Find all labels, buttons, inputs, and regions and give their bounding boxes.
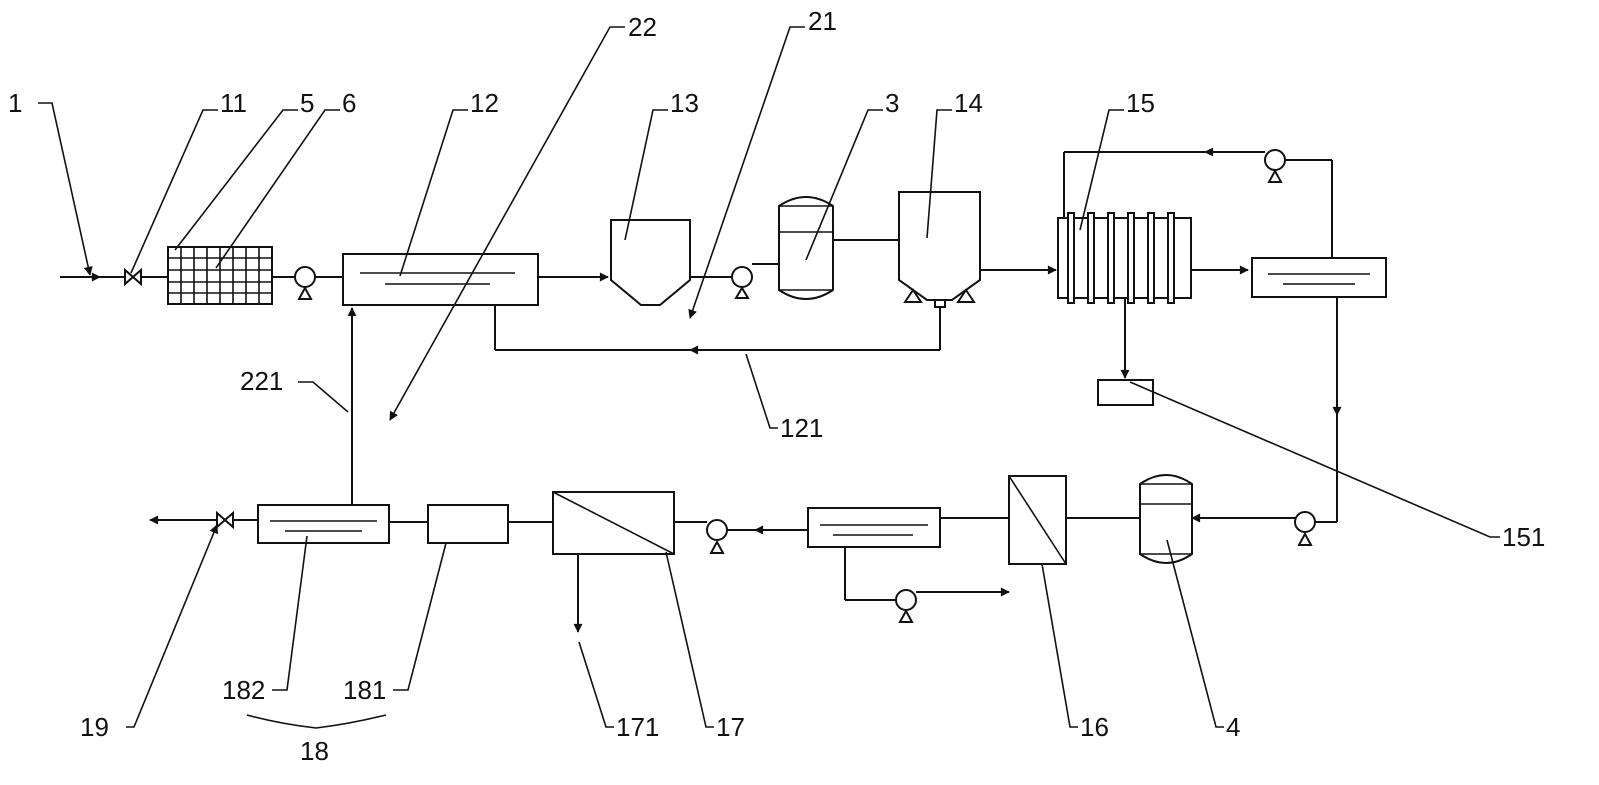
pump-17 bbox=[706, 519, 728, 554]
tank-mid-bottom bbox=[807, 507, 941, 548]
screen-grid-5 bbox=[167, 246, 273, 305]
tank-12 bbox=[342, 253, 539, 306]
pump-loop bbox=[895, 589, 917, 623]
membrane-16 bbox=[1008, 475, 1067, 565]
label-221: 221 bbox=[240, 366, 283, 396]
label-6: 6 bbox=[342, 88, 356, 118]
tank-182 bbox=[257, 504, 390, 544]
label-11: 11 bbox=[220, 88, 247, 118]
label-14: 14 bbox=[954, 88, 983, 118]
label-5: 5 bbox=[300, 88, 314, 118]
valve-11 bbox=[124, 267, 142, 287]
label-121: 121 bbox=[780, 413, 823, 443]
tank-right-top bbox=[1251, 257, 1387, 298]
label-22: 22 bbox=[628, 12, 657, 42]
top-process-line bbox=[60, 147, 1387, 523]
vessel-3 bbox=[778, 196, 834, 300]
vessel-4 bbox=[1139, 474, 1193, 564]
valve-19 bbox=[216, 510, 234, 530]
settler-14 bbox=[898, 191, 981, 308]
label-18: 18 bbox=[300, 736, 329, 766]
pump-recycle bbox=[1264, 149, 1286, 183]
bottom-process-line bbox=[149, 307, 1316, 633]
label-3: 3 bbox=[885, 88, 899, 118]
label-171: 171 bbox=[616, 712, 659, 742]
leader-lines bbox=[38, 26, 1500, 729]
label-151: 151 bbox=[1502, 522, 1545, 552]
label-12: 12 bbox=[470, 88, 499, 118]
pump-1 bbox=[294, 266, 316, 300]
pump-2 bbox=[731, 266, 753, 299]
filter-press-15 bbox=[1057, 212, 1192, 304]
label-16: 16 bbox=[1080, 712, 1109, 742]
label-15: 15 bbox=[1126, 88, 1155, 118]
label-13: 13 bbox=[670, 88, 699, 118]
label-21: 21 bbox=[808, 6, 837, 36]
hopper-13 bbox=[610, 219, 691, 306]
label-19: 19 bbox=[80, 712, 109, 742]
pump-bottom-right bbox=[1294, 511, 1316, 546]
sludge-box-151 bbox=[1097, 379, 1154, 406]
unit-181 bbox=[427, 504, 509, 544]
label-1: 1 bbox=[8, 88, 22, 118]
reference-numerals: 1 11 5 6 12 22 21 13 3 14 15 221 121 151… bbox=[8, 6, 1545, 766]
label-181: 181 bbox=[343, 675, 386, 705]
label-17: 17 bbox=[716, 712, 745, 742]
label-182: 182 bbox=[222, 675, 265, 705]
label-4: 4 bbox=[1226, 712, 1240, 742]
membrane-17 bbox=[552, 491, 675, 555]
